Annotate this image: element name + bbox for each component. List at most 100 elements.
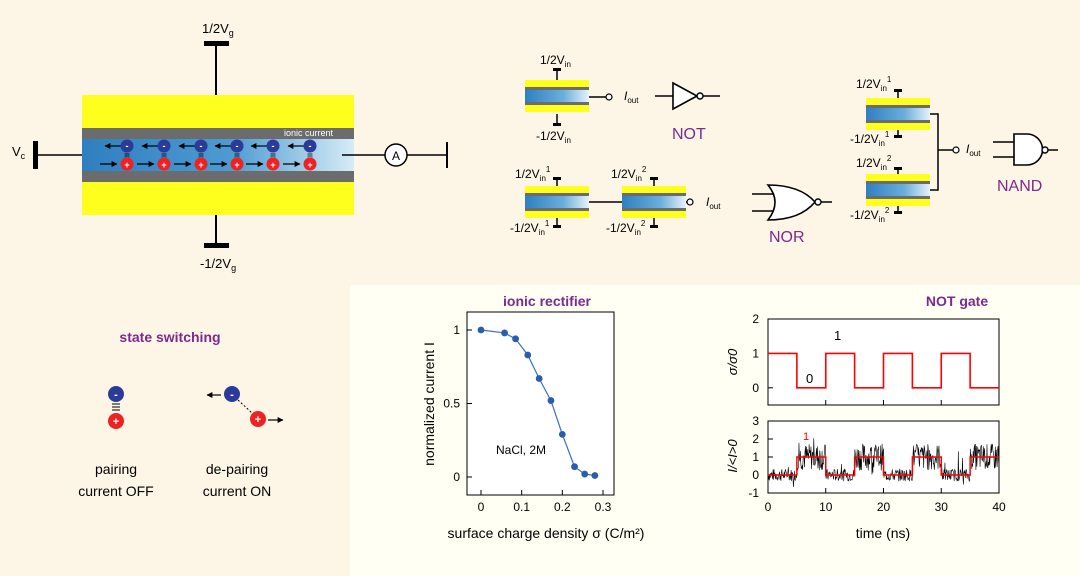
depairing-caption-1: de-pairing	[206, 461, 268, 477]
nand-vin2-top-label: 1/2Vin2	[856, 154, 892, 172]
mini-membrane-bottom	[525, 208, 589, 211]
nand-symbol-icon	[1013, 133, 1044, 166]
switching-title: state switching	[119, 329, 220, 345]
mini-membrane-bottom	[866, 120, 930, 123]
notgate-title: NOT gate	[926, 293, 988, 309]
rectifier-point	[535, 375, 543, 382]
mini-channel-fluid	[866, 184, 930, 196]
mini-wall-top	[866, 174, 930, 181]
bottom-gate-label: -1/2Vg	[200, 256, 236, 273]
nand-ch1-bottom-plate	[894, 135, 902, 138]
current-ylabel: I/<I>0	[725, 439, 740, 473]
current-ytick-label: 3	[752, 414, 759, 428]
depairing-caption-2: current ON	[203, 483, 271, 499]
rectifier-ytick-label: 0	[453, 470, 460, 484]
current-ytick-label: 2	[752, 432, 759, 446]
rectifier-points	[477, 326, 599, 479]
nor-symbol-icon	[766, 184, 817, 221]
mini-wall-bottom	[866, 123, 930, 130]
nor-out-terminal	[686, 198, 694, 206]
anion-sign: -	[163, 141, 166, 151]
nand-ch1-top-plate	[894, 89, 902, 92]
paired-anion	[108, 386, 124, 402]
cation	[194, 157, 208, 171]
current-ytick-label: 0	[752, 468, 759, 482]
nor-iout-label: Iout	[706, 195, 721, 211]
nor-vin2-bottom-label: -1/2Vin2	[606, 219, 646, 237]
source-plate	[33, 141, 38, 169]
nor-vin2-top-label: 1/2Vin2	[611, 165, 647, 183]
mini-channel-fluid	[525, 90, 589, 102]
mini-membrane-bottom	[525, 102, 589, 105]
not-symbol-bubble	[696, 92, 704, 100]
anion-sign: -	[272, 141, 275, 151]
ion-row: -+-+-+-+-+-+	[100, 139, 317, 171]
nand-join-wire	[930, 113, 939, 191]
not-iout-label: Iout	[624, 89, 639, 105]
anion	[120, 139, 134, 153]
mini-membrane-bottom	[866, 196, 930, 199]
current-xtick-label: 30	[935, 500, 949, 514]
depaired-anion-sign: -	[230, 389, 234, 401]
rectifier-point	[547, 397, 555, 404]
rectifier-title: ionic rectifier	[503, 293, 591, 309]
nand-symbol-bubble	[1041, 146, 1049, 154]
pairing-caption-1: pairing	[95, 461, 137, 477]
rectifier-xtick-label: 0.3	[595, 500, 612, 514]
nor-symbol-bubble	[814, 198, 822, 206]
mini-channel-fluid	[622, 196, 686, 208]
nor-ch1-bottom-plate	[553, 225, 561, 228]
anion-sign: -	[309, 141, 312, 151]
sigma-ytick-label: 2	[752, 312, 759, 326]
cation-sign: +	[234, 160, 239, 170]
mini-wall-top	[866, 98, 930, 105]
source-label: Vc	[12, 144, 26, 161]
state-switching-panel: state switching - + - + pairing current …	[78, 329, 284, 499]
rectifier-frame	[466, 311, 615, 496]
mini-channel-fluid	[525, 196, 589, 208]
mini-wall-top	[525, 80, 589, 87]
nor-channel-1	[525, 186, 589, 218]
mini-wall-top	[525, 186, 589, 193]
depaired-cation	[250, 411, 266, 427]
lower-wall	[82, 182, 354, 215]
nor-ch2-top-plate	[650, 177, 658, 180]
bottom-gate-plate	[204, 243, 229, 248]
mini-channel-fluid	[866, 108, 930, 120]
rectifier-point	[558, 430, 566, 438]
nor-ch2-bottom-plate	[650, 225, 658, 228]
current-ytick-label: -1	[748, 486, 759, 500]
nor-label: NOR	[769, 229, 805, 246]
not-vin-top-label: 1/2Vin	[540, 53, 571, 69]
mini-membrane-bottom	[622, 208, 686, 211]
cation-sign: +	[124, 160, 129, 170]
current-mean-trace	[768, 456, 999, 476]
cation-sign: +	[270, 160, 275, 170]
current-noise-trace	[767, 438, 1000, 488]
nand-label: NAND	[997, 178, 1042, 195]
pairing-caption-2: current OFF	[78, 483, 153, 499]
nand-vin2-bottom-label: -1/2Vin2	[850, 206, 890, 224]
mini-wall-bottom	[622, 211, 686, 218]
mini-membrane-top	[866, 181, 930, 184]
mini-membrane-top	[525, 193, 589, 196]
left-panel-bg	[0, 285, 350, 576]
lower-membrane	[82, 171, 354, 182]
current-xtick-label: 0	[765, 500, 772, 514]
rectifier-xtick-label: 0.1	[513, 500, 530, 514]
sigma-ylabel: σ/σ0	[725, 348, 740, 375]
not-out-terminal	[605, 93, 613, 101]
rectifier-point	[581, 470, 589, 478]
cation	[303, 157, 317, 171]
ammeter-label: A	[392, 149, 400, 163]
rectifier-ytick-label: 0.5	[443, 397, 460, 411]
not-gate-schematic: 1/2Vin -1/2Vin Iout NOT	[525, 53, 720, 145]
cation-sign: +	[161, 160, 166, 170]
cation	[266, 157, 280, 171]
mini-wall-bottom	[866, 199, 930, 206]
paired-cation-sign: +	[113, 416, 119, 428]
nor-channel-2	[622, 186, 686, 218]
